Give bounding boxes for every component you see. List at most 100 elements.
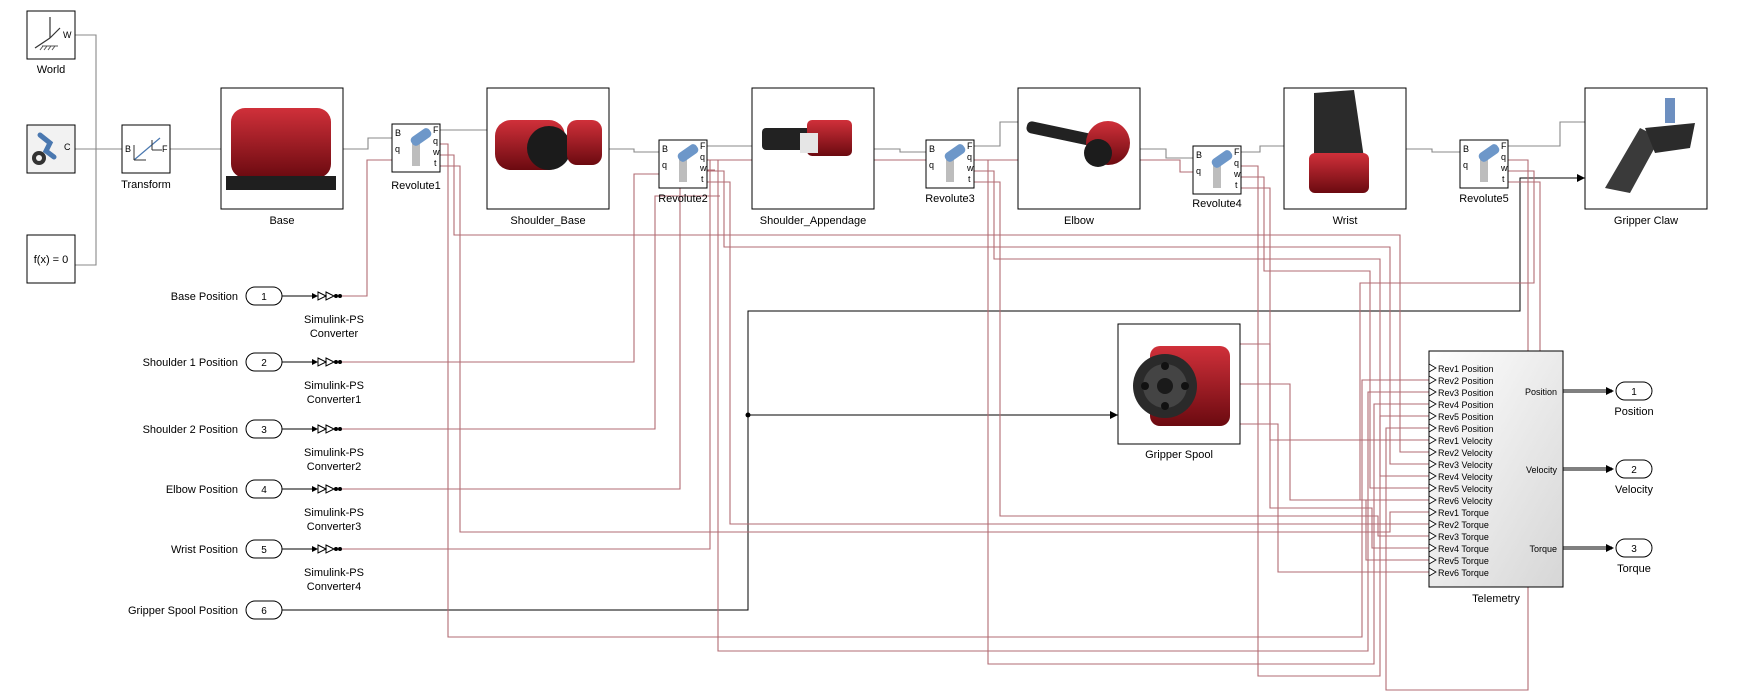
connection-line [707,170,1429,465]
telemetry-input-port [1428,387,1437,397]
gear-robot-icon [32,132,57,165]
telemetry-input-port [1428,411,1437,421]
converter-label: Converter [310,328,359,340]
body-block-1[interactable] [220,87,344,210]
input-name-1: Base Position [171,291,238,303]
outport-2[interactable]: 2 [1615,459,1653,479]
body-block-6[interactable] [1584,87,1708,210]
port-f: F [162,144,168,154]
outport-1[interactable]: 1 [1615,381,1653,401]
port-b: B [1463,144,1469,154]
connection-line [440,154,1429,453]
input-name-5: Wrist Position [171,544,238,556]
inport-1[interactable]: 1 [245,286,283,306]
port-w: w [1500,163,1508,173]
connection-line [974,170,1429,477]
telemetry-input-port [1428,375,1437,385]
port-f: F [1501,141,1507,151]
world-label: World [37,64,66,76]
output-name-3: Torque [1617,563,1651,575]
connection-line [1240,343,1429,441]
revolute-joint-icon [1478,144,1500,182]
inport-3[interactable]: 3 [245,419,283,439]
converter-label: Converter4 [307,581,361,593]
world-frame-block[interactable]: W [26,10,76,60]
connection-line [1241,145,1284,153]
port-t: t [968,174,971,184]
body-label-5: Wrist [1333,215,1358,227]
telemetry-input-label: Rev6 Torque [1438,568,1489,578]
connection-line [1241,187,1429,549]
port-b: B [929,144,935,154]
port-c: C [64,142,71,152]
converter-label: Simulink-PS [304,567,364,579]
telemetry-input-label: Rev1 Torque [1438,508,1489,518]
converter-label: Converter2 [307,461,361,473]
port-q: q [1196,166,1201,176]
body-block-2[interactable] [486,87,610,210]
simulink-ps-converter-3[interactable] [317,424,342,434]
simulink-ps-converter-4[interactable] [317,484,342,494]
connection-line [1563,467,1612,471]
transform-block[interactable]: B F [121,124,171,174]
inport-4[interactable]: 4 [245,479,283,499]
input-name-4: Elbow Position [166,484,238,496]
telemetry-input-port [1428,447,1437,457]
joint-label-1: Revolute1 [391,180,441,192]
constraint-label: f(x) = 0 [34,254,69,266]
body-block-3[interactable] [751,87,875,210]
port-b: B [1196,150,1202,160]
connection-line [1508,121,1585,147]
output-name-1: Position [1614,406,1653,418]
converter-label: Simulink-PS [304,380,364,392]
inport-6[interactable]: 6 [245,600,283,620]
outport-3[interactable]: 3 [1615,538,1653,558]
inport-5[interactable]: 5 [245,539,283,559]
gripper-spool-block[interactable] [1117,323,1241,445]
constraint-block[interactable]: f(x) = 0 [26,234,76,284]
mechanism-configuration-block[interactable]: C [26,124,76,174]
simulink-ps-converter-2[interactable] [317,357,342,367]
converter-label: Converter3 [307,521,361,533]
body-block-5[interactable] [1283,87,1407,210]
port-w: w [966,163,974,173]
simulink-ps-converter-1[interactable] [317,291,342,301]
connection-line [440,165,1429,533]
telemetry-input-port [1428,507,1437,517]
telemetry-input-label: Rev3 Velocity [1438,460,1493,470]
connection-line [1385,159,1529,691]
joint-label-4: Revolute4 [1192,198,1242,210]
telemetry-input-port [1428,363,1437,373]
connection-line [1240,423,1429,573]
connection-lines [75,34,1614,691]
telemetry-input-label: Rev5 Torque [1438,556,1489,566]
port-f: F [433,125,439,135]
connection-line [707,159,1429,652]
inport-2[interactable]: 2 [245,352,283,372]
inport-number: 5 [261,545,267,556]
body-block-4[interactable] [1017,87,1141,210]
port-w: w [699,163,707,173]
connection-line [75,34,97,266]
port-q: q [1501,152,1506,162]
transform-label: Transform [121,179,171,191]
telemetry-input-port [1428,543,1437,553]
connection-line [874,148,926,153]
telemetry-subsystem[interactable] [1428,350,1564,588]
inport-number: 2 [261,358,267,369]
telemetry-input-port [1428,567,1437,577]
body-label-6: Gripper Claw [1614,215,1678,227]
connection-line [609,148,659,153]
part-image [1026,121,1130,167]
body-label-2: Shoulder_Base [510,215,585,227]
telemetry-input-label: Rev4 Velocity [1438,472,1493,482]
telemetry-input-label: Rev1 Position [1438,364,1494,374]
simulink-ps-converter-5[interactable] [317,544,342,554]
telemetry-input-label: Rev4 Torque [1438,544,1489,554]
telemetry-input-port [1428,435,1437,445]
